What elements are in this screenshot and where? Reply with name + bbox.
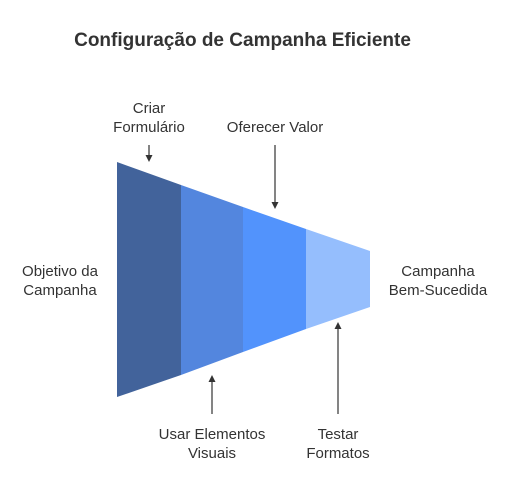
funnel-segment-4 (306, 229, 370, 329)
arrow-criar-formulario (145, 145, 153, 162)
funnel-segment-2 (181, 185, 243, 375)
stage-label-oferecer-valor: Oferecer Valor (226, 119, 324, 136)
diagram-title: Configuração de Campanha Eficiente (74, 30, 411, 51)
start-label: Objetivo da Campanha (22, 263, 98, 299)
stage-label-testar-formatos: Testar Formatos (306, 426, 370, 462)
arrow-testar-formatos (334, 322, 342, 414)
funnel-segment-3 (243, 207, 306, 352)
stage-label-usar-elementos: Usar Elementos Visuais (158, 426, 266, 462)
stage-label-criar-formulario: Criar Formulário (113, 100, 185, 136)
end-label: Campanha Bem-Sucedida (388, 263, 488, 299)
arrow-oferecer-valor (271, 145, 279, 209)
funnel-segment-1 (117, 162, 181, 397)
arrow-usar-elementos (208, 375, 216, 414)
